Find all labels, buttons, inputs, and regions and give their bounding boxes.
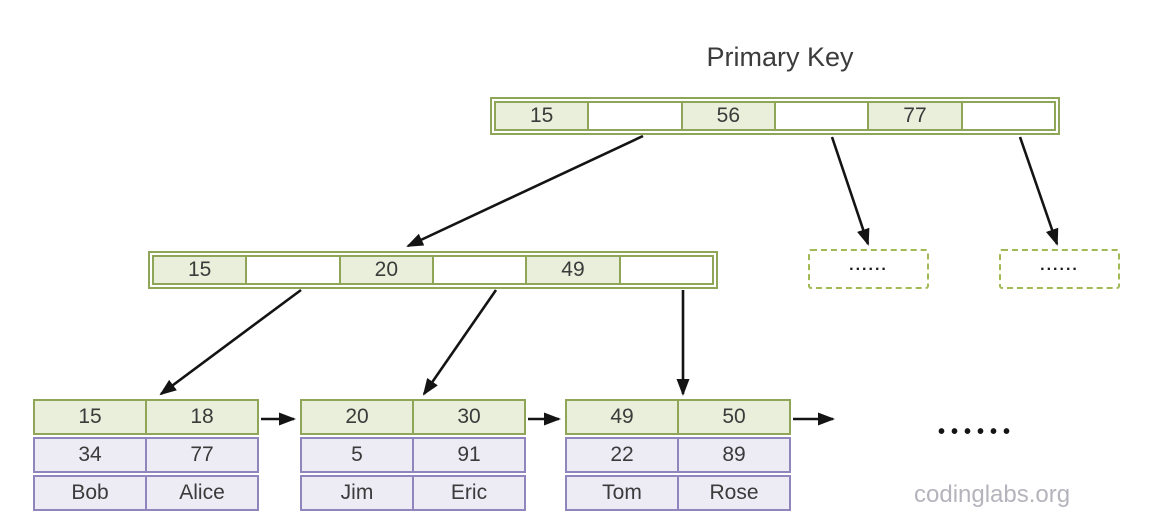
leaf-node-1: 15 18 34 77 Bob Alice: [33, 399, 259, 511]
root-key-cell: 77: [867, 101, 963, 131]
leaf-key-row: 20 30: [300, 399, 526, 435]
overflow-ellipsis: ......: [849, 257, 888, 275]
root-node: 15 56 77: [490, 97, 1060, 135]
page-title: Primary Key: [706, 42, 854, 72]
internal-pointer-cell: [245, 255, 341, 285]
leaf-node-2: 20 30 5 91 Jim Eric: [300, 399, 526, 511]
leaf-value-row: 22 89: [565, 437, 791, 473]
internal-pointer-cell: [431, 255, 528, 285]
leaf-key-cell: 20: [300, 399, 414, 435]
leaf-name-cell: Alice: [145, 475, 259, 511]
leaf-key-row: 15 18: [33, 399, 259, 435]
leaf-value-row: 34 77: [33, 437, 259, 473]
leaf-key-cell: 15: [33, 399, 147, 435]
root-to-overflow2-arrow: [1018, 136, 1059, 246]
leaf-value-cell: 77: [145, 437, 259, 473]
root-pointer-cell: [773, 101, 870, 131]
leaf-node-3: 49 50 22 89 Tom Rose: [565, 399, 791, 511]
leaf-value-cell: 91: [412, 437, 526, 473]
leaf-key-cell: 49: [565, 399, 679, 435]
internal-to-leaf2-arrow: [422, 289, 498, 396]
root-pointer-cell: [587, 101, 683, 131]
leaf-value-cell: 22: [565, 437, 679, 473]
leaf-key-cell: 18: [145, 399, 259, 435]
internal-pointer-cell: [618, 255, 714, 285]
leaf-name-cell: Jim: [300, 475, 414, 511]
leaf-key-cell: 30: [412, 399, 526, 435]
root-to-overflow1-arrow: [830, 136, 870, 246]
more-leaves-ellipsis: ••••••: [938, 421, 1017, 443]
overflow-node-1: ......: [808, 249, 929, 289]
leaf-value-cell: 34: [33, 437, 147, 473]
overflow-node-2: ......: [999, 249, 1120, 289]
internal-key-cell: 15: [152, 255, 248, 285]
leaf-value-cell: 5: [300, 437, 414, 473]
internal-to-leaf1-arrow: [159, 288, 302, 396]
leaf-name-cell: Rose: [677, 475, 791, 511]
leaf-value-cell: 89: [677, 437, 791, 473]
leaf-name-row: Tom Rose: [565, 475, 791, 511]
root-key-cell: 56: [680, 101, 776, 131]
leaf-name-cell: Bob: [33, 475, 147, 511]
leaf-name-row: Jim Eric: [300, 475, 526, 511]
root-key-cell: 15: [494, 101, 590, 131]
leaf-key-cell: 50: [677, 399, 791, 435]
overflow-ellipsis: ......: [1040, 257, 1079, 275]
leaf-key-row: 49 50: [565, 399, 791, 435]
root-to-internal-arrow: [406, 134, 644, 248]
root-pointer-cell: [960, 101, 1056, 131]
watermark: codinglabs.org: [914, 481, 1071, 508]
leaf-name-row: Bob Alice: [33, 475, 259, 511]
internal-key-cell: 20: [338, 255, 434, 285]
leaf-name-cell: Eric: [412, 475, 526, 511]
leaf-value-row: 5 91: [300, 437, 526, 473]
internal-key-cell: 49: [525, 255, 621, 285]
internal-node: 15 20 49: [148, 251, 718, 289]
leaf-name-cell: Tom: [565, 475, 679, 511]
